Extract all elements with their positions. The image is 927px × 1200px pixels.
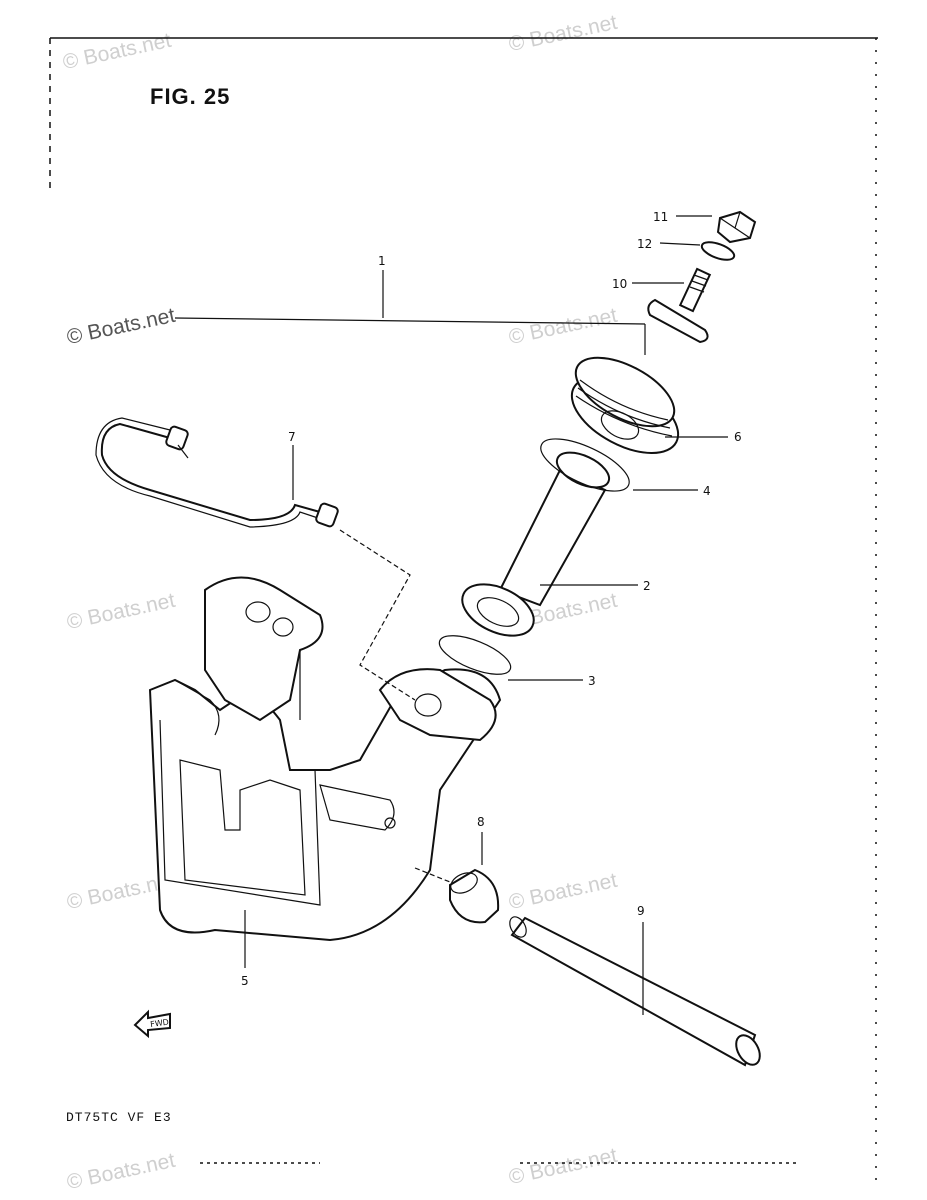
part-2-tube (461, 451, 611, 637)
callout-3: 3 (588, 674, 596, 688)
callout-8: 8 (477, 815, 485, 829)
callout-9: 9 (637, 904, 645, 918)
part-6-bushing (570, 356, 680, 454)
callout-11: 11 (653, 210, 668, 224)
part-12-washer (700, 241, 736, 261)
leader-12 (659, 242, 701, 246)
model-code: DT75TC VF E3 (66, 1110, 172, 1125)
fwd-label: FWD (150, 1018, 170, 1030)
part-11-nut (716, 210, 757, 244)
callout-5: 5 (241, 974, 249, 988)
part-10-bolt (647, 267, 712, 344)
part-9-pin (509, 916, 761, 1067)
part-5-housing (148, 576, 502, 942)
callout-7: 7 (288, 430, 296, 444)
callout-12: 12 (637, 237, 652, 251)
callout-1: 1 (378, 254, 386, 268)
figure-title: FIG. 25 (150, 84, 231, 109)
callout-4: 4 (703, 484, 711, 498)
leader-7-to-5 (339, 529, 416, 701)
leader-1 (174, 270, 646, 355)
part-8-sleeve (449, 868, 500, 924)
part-4-o-ring (540, 438, 630, 492)
part-3-o-ring (438, 635, 512, 675)
leader-8-dash (414, 867, 451, 883)
callout-2: 2 (643, 579, 651, 593)
fwd-arrow-icon: FWD (133, 1009, 171, 1039)
part-7-pipe (95, 417, 339, 528)
callout-6: 6 (734, 430, 742, 444)
callout-10: 10 (612, 277, 627, 291)
